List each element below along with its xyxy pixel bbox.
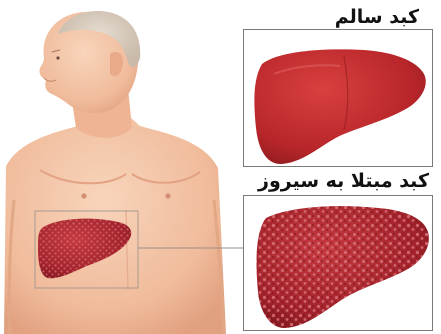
healthy-liver-label: کبد سالم: [335, 6, 419, 28]
cirrhotic-liver-label: کبد مبتلا به سیروز: [258, 170, 429, 192]
cirrhotic-liver-panel: [243, 195, 433, 331]
cirrhotic-liver-illustration: [244, 196, 432, 330]
healthy-liver-illustration: [244, 30, 432, 166]
healthy-liver-panel: [243, 29, 433, 167]
